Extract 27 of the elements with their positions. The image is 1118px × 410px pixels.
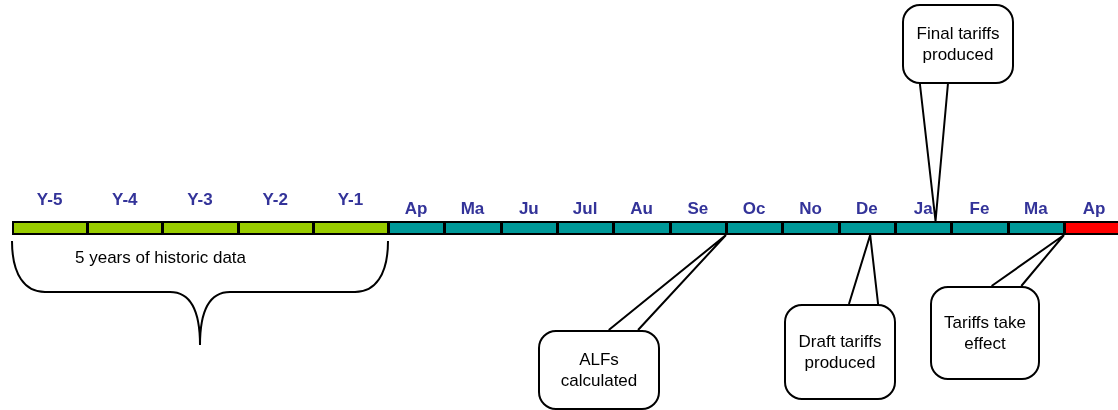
callout-box: Final tariffs produced — [902, 4, 1014, 84]
year-label: Y-4 — [111, 190, 139, 210]
month-label: Ma — [459, 199, 486, 219]
month-label: Se — [686, 199, 710, 219]
year-label: Y-3 — [186, 190, 214, 210]
year-label: Y-1 — [336, 190, 365, 210]
callout-pointer — [918, 83, 949, 222]
callout-pointer — [990, 234, 1065, 287]
month-label: Jul — [571, 199, 599, 219]
callout-box: Tariffs take effect — [930, 286, 1040, 380]
month-label: Au — [629, 199, 654, 219]
callout-pointer — [847, 234, 880, 305]
month-label: Ju — [517, 199, 540, 219]
month-label: De — [854, 199, 879, 219]
year-label: Y-2 — [261, 190, 289, 210]
callout-box: ALFs calculated — [538, 330, 660, 410]
brace-label: 5 years of historic data — [75, 248, 247, 268]
month-label: No — [798, 199, 823, 219]
month-label: Ap — [1081, 199, 1107, 219]
month-label: Oc — [741, 199, 767, 219]
month-label: Ja — [912, 199, 934, 219]
callout-pointer — [607, 234, 727, 331]
month-label: Ma — [1022, 199, 1049, 219]
month-label: Ap — [403, 199, 429, 219]
month-label: Fe — [968, 199, 991, 219]
callout-box: Draft tariffs produced — [784, 304, 896, 400]
year-label: Y-5 — [35, 190, 64, 210]
